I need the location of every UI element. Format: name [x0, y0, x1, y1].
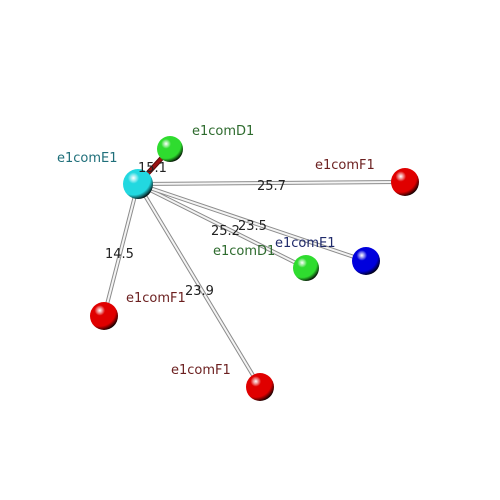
- atom-hub[interactable]: [123, 169, 153, 199]
- labels-layer: e1comE1e1comD1e1comF1e1comD1e1comE1e1com…: [57, 124, 375, 378]
- atom-f1a[interactable]: [391, 168, 419, 196]
- atom-d1a[interactable]: [157, 136, 183, 162]
- atom-d1b[interactable]: [293, 255, 319, 281]
- atom-label-d1b: e1comD1: [213, 244, 275, 259]
- bond-core: [137, 183, 261, 388]
- atom-label-f1a: e1comF1: [315, 158, 375, 173]
- distance-label-d1a: 15.1: [138, 161, 167, 176]
- bond-e1b: [136, 182, 368, 263]
- atom-e1b[interactable]: [352, 247, 380, 275]
- bond-f1c: [136, 182, 262, 389]
- atoms-layer: [90, 136, 419, 401]
- distance-label-f1a: 25.7: [257, 179, 286, 194]
- bond-core: [137, 181, 406, 185]
- atom-label-d1a: e1comD1: [192, 124, 254, 139]
- distance-label-d1b: 25.2: [211, 224, 240, 239]
- bond-core: [103, 183, 139, 317]
- distance-label-f1c: 23.9: [185, 284, 214, 299]
- bond-f1b: [102, 182, 140, 318]
- atom-f1b[interactable]: [90, 302, 118, 330]
- bond-core: [137, 183, 307, 269]
- atom-label-hub: e1comE1: [57, 151, 118, 166]
- atom-label-e1b: e1comE1: [275, 236, 336, 251]
- atom-f1c[interactable]: [246, 373, 274, 401]
- atom-label-f1b: e1comF1: [126, 291, 186, 306]
- distance-label-f1b: 14.5: [105, 247, 134, 262]
- bonds-layer: [102, 146, 407, 389]
- distance-label-e1b: 23.5: [238, 219, 267, 234]
- bond-core: [137, 183, 367, 262]
- bond-d1b: [136, 182, 308, 270]
- bond-f1a: [136, 180, 407, 186]
- atom-label-f1c: e1comF1: [171, 363, 231, 378]
